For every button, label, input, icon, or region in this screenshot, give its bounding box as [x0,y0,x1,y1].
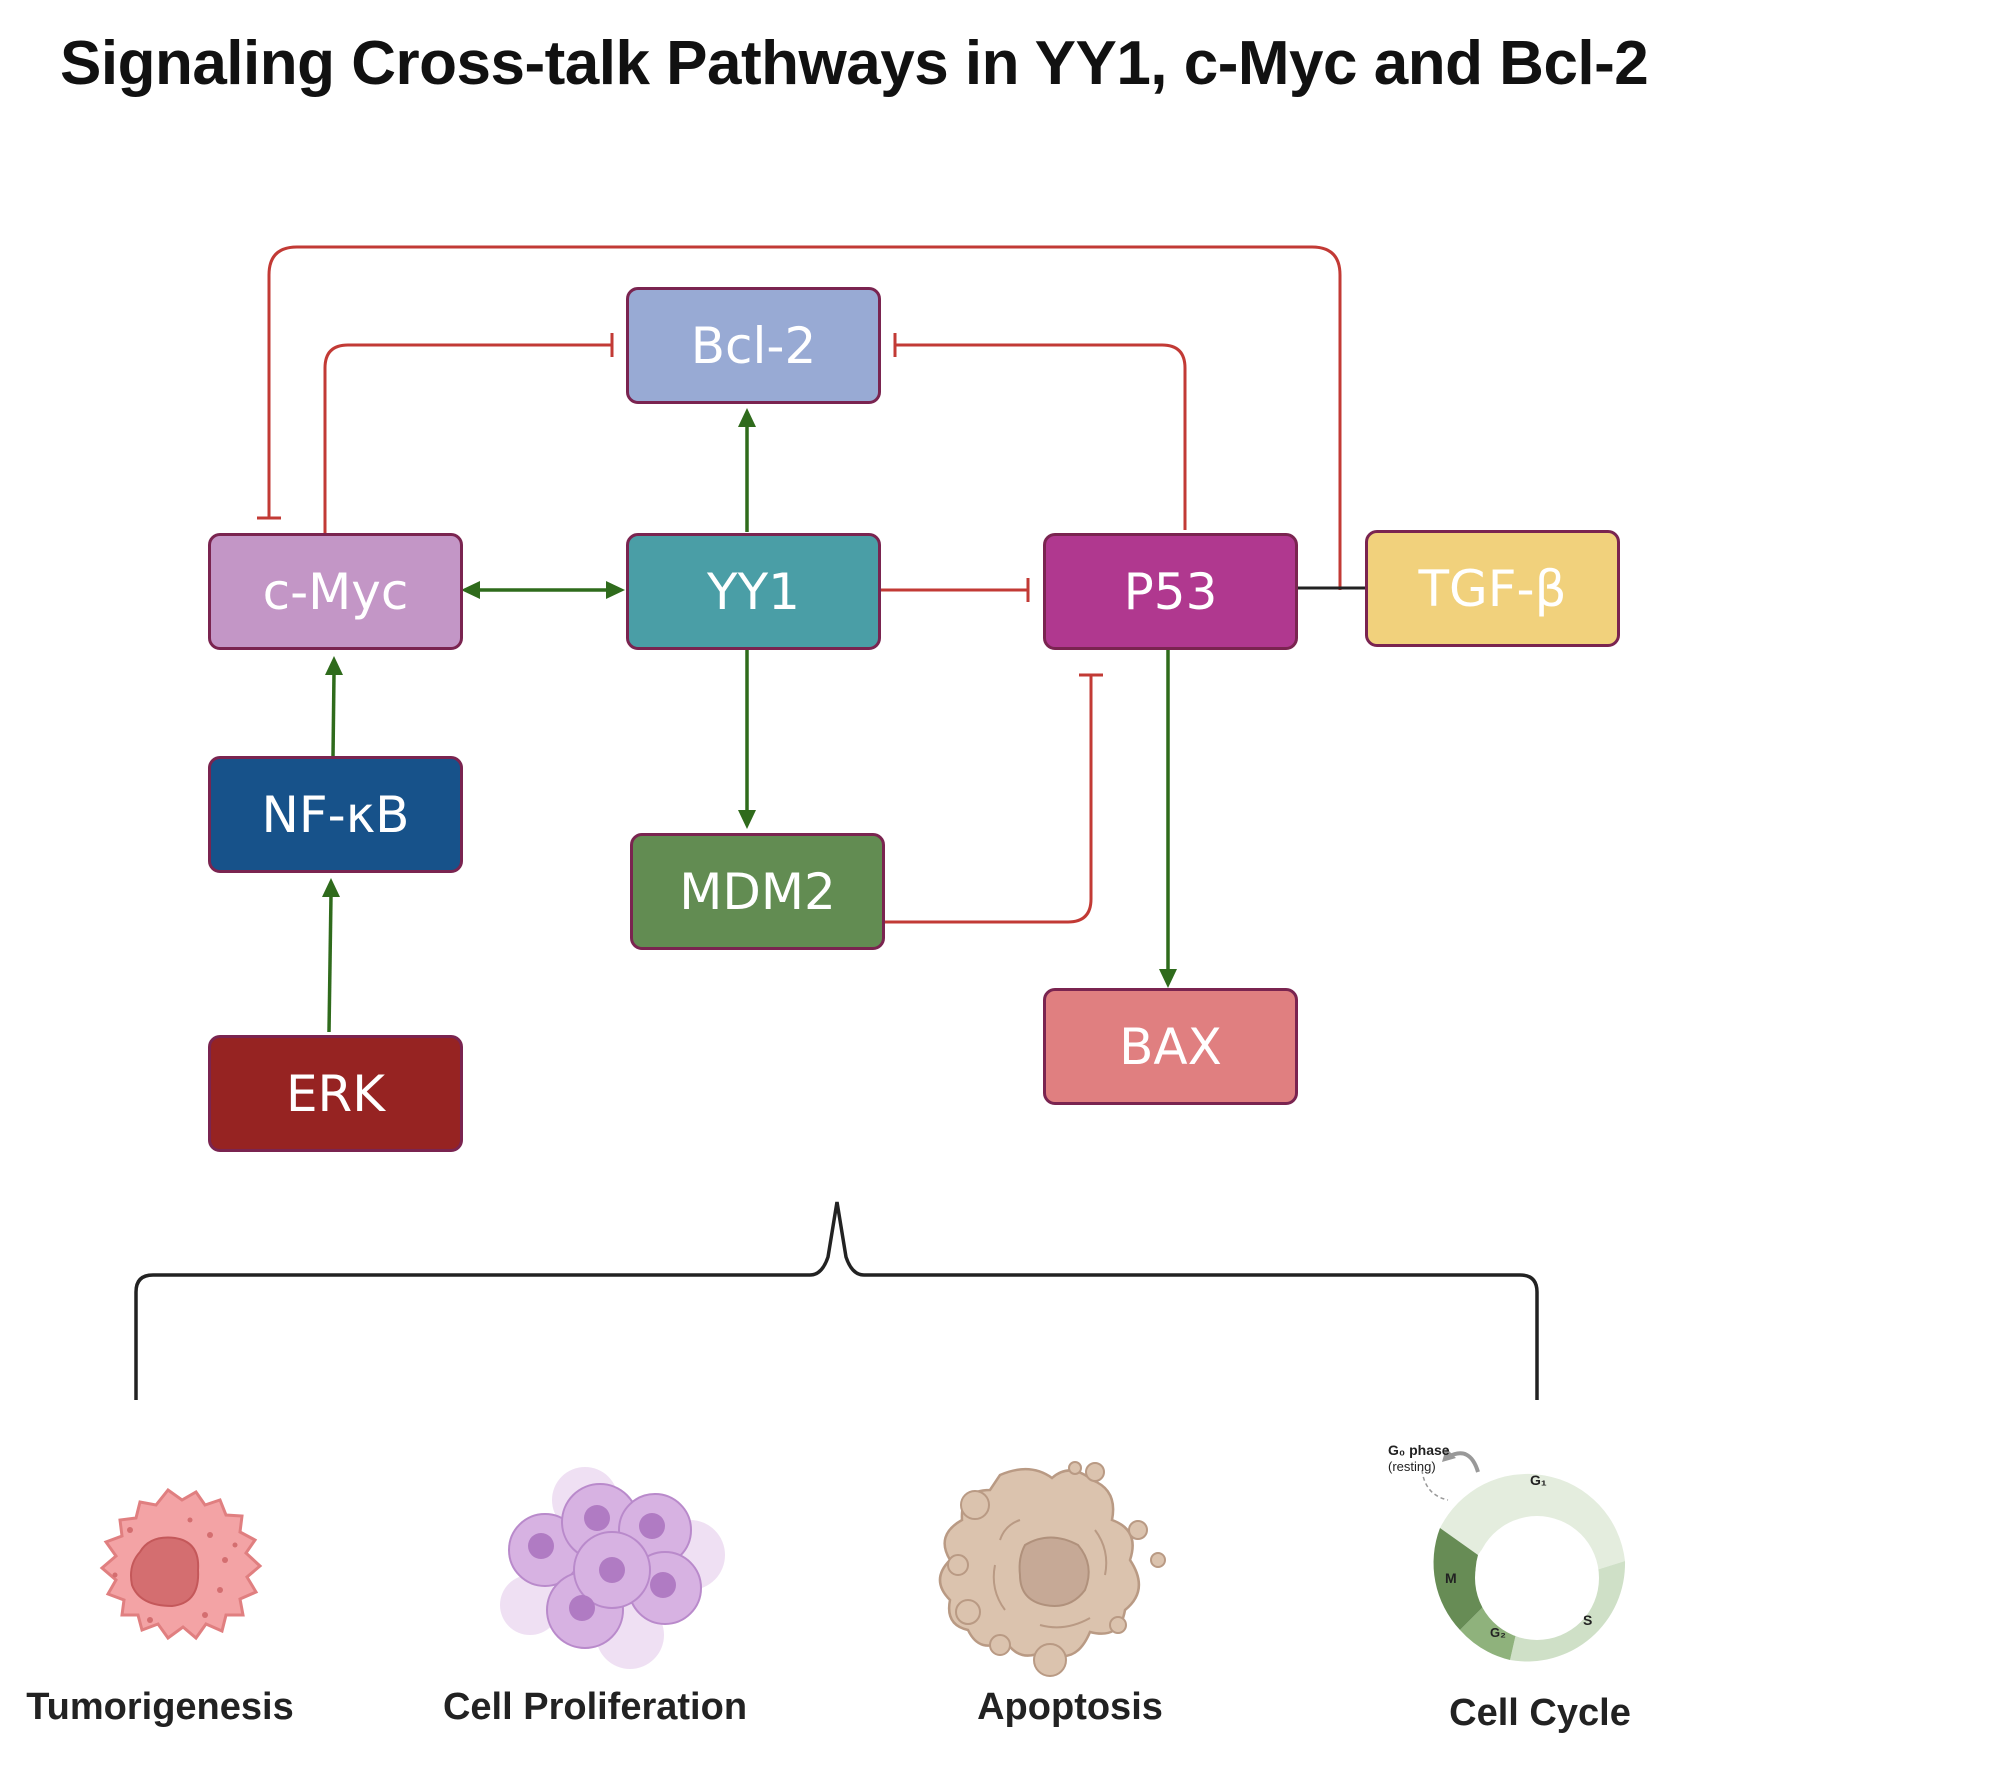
outcome-label-tumorigenesis: Tumorigenesis [26,1686,294,1728]
edge-cmyc-yy1 [461,581,625,599]
node-bcl2: Bcl-2 [626,287,881,404]
node-yy1: YY1 [626,533,881,650]
node-bax: BAX [1043,988,1298,1105]
outcome-brace [134,1201,1539,1400]
phase-label-s: S [1583,1612,1593,1628]
apoptotic-cell-icon [938,1461,1166,1677]
node-cmyc: c-Myc [208,533,463,650]
cell-cluster-icon [500,1467,725,1669]
outcome-label-apoptosis: Apoptosis [977,1686,1163,1728]
cancer-cell-icon [99,1487,263,1641]
edge-nfkb-cmyc [325,656,343,758]
g0-phase-sublabel: (resting) [1388,1459,1436,1474]
phase-label-m: M [1445,1570,1457,1586]
edge-p53-bax [1159,650,1177,988]
cell-cycle-icon [1421,1448,1626,1662]
outcome-label-cell-cycle: Cell Cycle [1449,1692,1631,1734]
node-mdm2: MDM2 [630,833,885,950]
edge-tgfb-cmyc [257,245,1342,590]
node-erk: ERK [208,1035,463,1152]
edge-p53-bcl2 [893,333,1187,530]
phase-label-g2: G₂ [1490,1625,1506,1640]
diagram-title: Signaling Cross-talk Pathways in YY1, c-… [60,29,1649,98]
edge-mdm2-p53 [883,673,1103,924]
phase-label-g1: G₁ [1530,1472,1547,1488]
edge-erk-nfkb [322,878,340,1033]
edge-yy1-p53 [880,578,1030,602]
edge-yy1-bcl2 [738,408,756,532]
outcome-label-cell-proliferation: Cell Proliferation [442,1686,748,1728]
edge-yy1-mdm2 [738,650,756,829]
g0-phase-label: G₀ phase [1388,1442,1450,1458]
node-nfkb: NF-κB [208,756,463,873]
node-tgfb: TGF-β [1365,530,1620,647]
edge-cmyc-bcl2 [323,333,614,537]
node-p53: P53 [1043,533,1298,650]
